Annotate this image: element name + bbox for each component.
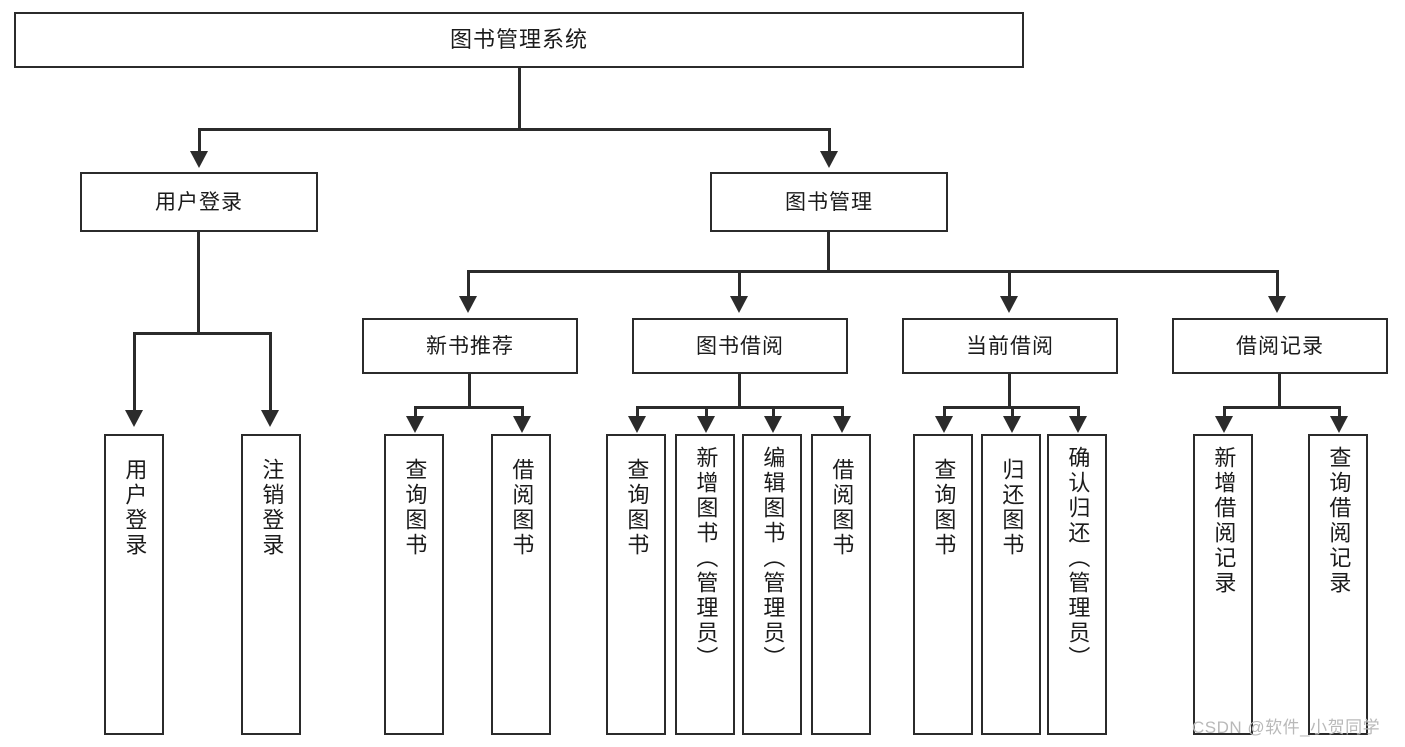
arrowhead-root-to-book — [820, 151, 838, 168]
leaf-current-query-book[interactable]: 查询图书 — [913, 434, 973, 735]
connector-current-to-leaf1 — [943, 406, 946, 420]
leaf-newbook-borrow-book[interactable]: 借阅图书 — [491, 434, 551, 735]
connector-borrow-to-leaf2 — [705, 406, 708, 420]
node-root-system[interactable]: 图书管理系统 — [14, 12, 1024, 68]
connector-user-stem — [197, 232, 200, 334]
connector-current-to-leaf3 — [1077, 406, 1080, 420]
leaf-borrow-add-book-admin[interactable]: 新增图书（管理员） — [675, 434, 735, 735]
node-label: 查询借阅记录 — [1326, 446, 1352, 596]
leaf-user-login[interactable]: 用户登录 — [104, 434, 164, 735]
leaf-current-confirm-return-admin[interactable]: 确认归还（管理员） — [1047, 434, 1107, 735]
arrowhead-newbook-to-leaf1 — [406, 416, 424, 433]
node-new-book-recommend[interactable]: 新书推荐 — [362, 318, 578, 374]
arrowhead-newbook-to-leaf2 — [513, 416, 531, 433]
node-label: 图书管理 — [785, 190, 873, 214]
leaf-current-return-book[interactable]: 归还图书 — [981, 434, 1041, 735]
connector-newbook-to-leaf1 — [414, 406, 417, 420]
connector-user-bus — [133, 332, 272, 335]
arrowhead-current-to-leaf1 — [935, 416, 953, 433]
node-label: 当前借阅 — [966, 334, 1054, 358]
arrowhead-root-to-user — [190, 151, 208, 168]
arrowhead-book-to-new — [459, 296, 477, 313]
arrowhead-records-to-leaf2 — [1330, 416, 1348, 433]
connector-book-to-new — [467, 270, 470, 298]
node-label: 图书借阅 — [696, 334, 784, 358]
node-label: 借阅图书 — [509, 458, 535, 558]
connector-book-to-records — [1276, 270, 1279, 298]
arrowhead-records-to-leaf1 — [1215, 416, 1233, 433]
connector-records-to-leaf2 — [1338, 406, 1341, 420]
arrowhead-current-to-leaf2 — [1003, 416, 1021, 433]
node-label: 新增图书（管理员） — [693, 446, 719, 671]
node-label: 用户登录 — [155, 190, 243, 214]
leaf-borrow-edit-book-admin[interactable]: 编辑图书（管理员） — [742, 434, 802, 735]
connector-records-stem — [1278, 374, 1281, 408]
connector-user-to-leaf2 — [269, 332, 272, 412]
connector-borrow-to-leaf3 — [772, 406, 775, 420]
leaf-borrow-borrow-book[interactable]: 借阅图书 — [811, 434, 871, 735]
connector-records-bus — [1223, 406, 1341, 409]
node-user-login[interactable]: 用户登录 — [80, 172, 318, 232]
leaf-records-query-record[interactable]: 查询借阅记录 — [1308, 434, 1368, 735]
connector-borrow-stem — [738, 374, 741, 408]
connector-book-bus — [467, 270, 1279, 273]
connector-root-stem — [518, 68, 521, 130]
connector-root-to-book — [828, 128, 831, 153]
arrowhead-borrow-to-leaf3 — [764, 416, 782, 433]
arrowhead-book-to-borrow — [730, 296, 748, 313]
node-label: 借阅记录 — [1236, 334, 1324, 358]
arrowhead-borrow-to-leaf1 — [628, 416, 646, 433]
node-label: 借阅图书 — [829, 458, 855, 558]
node-book-management[interactable]: 图书管理 — [710, 172, 948, 232]
connector-root-bus — [198, 128, 831, 131]
connector-root-to-user — [198, 128, 201, 153]
connector-user-to-leaf1 — [133, 332, 136, 412]
node-label: 查询图书 — [402, 458, 428, 558]
connector-book-to-current — [1008, 270, 1011, 298]
leaf-borrow-query-book[interactable]: 查询图书 — [606, 434, 666, 735]
node-current-borrow[interactable]: 当前借阅 — [902, 318, 1118, 374]
node-label: 注销登录 — [259, 458, 285, 558]
arrowhead-borrow-to-leaf2 — [697, 416, 715, 433]
arrowhead-book-to-current — [1000, 296, 1018, 313]
arrowhead-book-to-records — [1268, 296, 1286, 313]
node-borrow-records[interactable]: 借阅记录 — [1172, 318, 1388, 374]
connector-records-to-leaf1 — [1223, 406, 1226, 420]
leaf-logout[interactable]: 注销登录 — [241, 434, 301, 735]
leaf-records-add-record[interactable]: 新增借阅记录 — [1193, 434, 1253, 735]
node-label: 归还图书 — [999, 458, 1025, 558]
node-label: 用户登录 — [122, 458, 148, 558]
node-label: 图书管理系统 — [449, 27, 588, 52]
connector-borrow-to-leaf1 — [636, 406, 639, 420]
connector-newbook-stem — [468, 374, 471, 408]
connector-book-stem — [827, 232, 830, 272]
node-label: 新书推荐 — [426, 334, 514, 358]
arrowhead-current-to-leaf3 — [1069, 416, 1087, 433]
arrowhead-borrow-to-leaf4 — [833, 416, 851, 433]
arrowhead-user-to-leaf2 — [261, 410, 279, 427]
connector-newbook-bus — [414, 406, 524, 409]
connector-current-stem — [1008, 374, 1011, 408]
connector-borrow-bus — [636, 406, 844, 409]
node-label: 查询图书 — [624, 458, 650, 558]
arrowhead-user-to-leaf1 — [125, 410, 143, 427]
connector-book-to-borrow — [738, 270, 741, 298]
node-label: 新增借阅记录 — [1211, 446, 1237, 596]
connector-borrow-to-leaf4 — [841, 406, 844, 420]
connector-newbook-to-leaf2 — [521, 406, 524, 420]
connector-current-to-leaf2 — [1011, 406, 1014, 420]
node-book-borrow[interactable]: 图书借阅 — [632, 318, 848, 374]
leaf-newbook-query-book[interactable]: 查询图书 — [384, 434, 444, 735]
node-label: 查询图书 — [931, 458, 957, 558]
node-label: 编辑图书（管理员） — [760, 446, 786, 671]
node-label: 确认归还（管理员） — [1065, 446, 1091, 671]
